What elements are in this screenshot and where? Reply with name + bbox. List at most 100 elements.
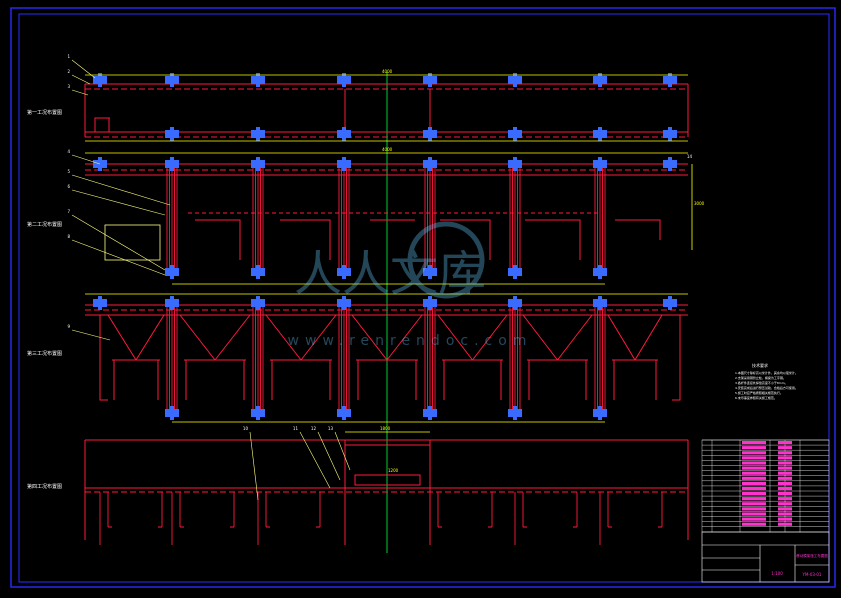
sec3-col-3-foot-stem bbox=[342, 406, 346, 420]
sec2-head-7 bbox=[663, 157, 677, 171]
sec2-col-3-foot-stem bbox=[342, 265, 346, 279]
sec1-head-bot-3-stem bbox=[342, 127, 346, 141]
callout-7: 7 bbox=[67, 209, 70, 214]
sec3-bay-3 bbox=[356, 359, 418, 400]
sec2-col-2-foot bbox=[251, 265, 265, 279]
sec1-head-top-7 bbox=[663, 73, 677, 87]
dimension-height: 3000 bbox=[694, 201, 705, 206]
parts-table-cell-spec bbox=[778, 517, 792, 521]
sec2-col-1-foot-stem bbox=[170, 265, 174, 279]
parts-table-cell-spec bbox=[778, 446, 792, 450]
sec1-head-bot-1 bbox=[165, 127, 179, 141]
sec3-col-4-foot-stem bbox=[428, 406, 432, 420]
sec2-col-3 bbox=[338, 164, 350, 272]
sec2-col-2-head-stem bbox=[256, 157, 260, 171]
sec3-col-5-head bbox=[508, 296, 522, 310]
sec2-col-5-foot-stem bbox=[513, 265, 517, 279]
section-label-3: 第三工况布置图 bbox=[27, 350, 62, 357]
parts-table-cell-spec bbox=[778, 441, 792, 445]
section-1-girder bbox=[84, 83, 689, 138]
sec3-bay-2 bbox=[270, 359, 332, 400]
sec2-col-6-head-stem bbox=[598, 157, 602, 171]
callout-4: 4 bbox=[67, 149, 70, 154]
title-block-drawing-name: 移动模架施工布置图 bbox=[796, 553, 828, 558]
notes-line-4: 4.安装完成后进行预压试验，合格后方可使用。 bbox=[735, 385, 798, 390]
sec2-col-1-foot bbox=[165, 265, 179, 279]
sec3-col-2-head-stem bbox=[256, 296, 260, 310]
sec3-col-3-head bbox=[337, 296, 351, 310]
sec2-col-3-head bbox=[337, 157, 351, 171]
sec1-head-top-4 bbox=[423, 73, 437, 87]
sec4-bay-0 bbox=[107, 492, 163, 528]
sec1-head-top-1-stem bbox=[170, 73, 174, 87]
sec3-bay-5 bbox=[527, 359, 588, 400]
parts-table-cell-name bbox=[742, 517, 766, 521]
parts-table-cell-spec bbox=[778, 486, 792, 491]
parts-table-cell-name bbox=[742, 456, 766, 460]
sec2-col-6-head bbox=[593, 157, 607, 171]
parts-table-cell-name bbox=[742, 441, 766, 445]
sec3-col-2-foot-stem bbox=[256, 406, 260, 420]
sec3-col-3-head-stem bbox=[342, 296, 346, 310]
callout-2: 2 bbox=[67, 69, 70, 74]
sec1-head-bot-5 bbox=[508, 127, 522, 141]
sec1-head-bot-2 bbox=[251, 127, 265, 141]
sec1-head-top-6 bbox=[593, 73, 607, 87]
parts-table-cell-spec bbox=[778, 461, 792, 465]
parts-table-grid bbox=[701, 439, 830, 533]
sec2-col-6 bbox=[594, 164, 606, 272]
sec1-head-top-2-stem bbox=[256, 73, 260, 87]
sec1-head-bot-7 bbox=[663, 127, 677, 141]
sec1-head-bot-6 bbox=[593, 127, 607, 141]
sec2-col-1-head-stem bbox=[170, 157, 174, 171]
title-block bbox=[701, 531, 830, 583]
sec3-brace-left-5 bbox=[522, 314, 558, 361]
notes-line-3: 3.各杆件连接处焊缝高度不小于8mm。 bbox=[735, 380, 788, 385]
dimension-sub-bottom: 1200 bbox=[388, 468, 399, 473]
callout-10: 10 bbox=[243, 426, 249, 431]
sec1-head-top-6-stem bbox=[598, 73, 602, 87]
sec3-col-4-head-stem bbox=[428, 296, 432, 310]
section-3-columns bbox=[93, 296, 677, 420]
sec1-head-bot-6-stem bbox=[598, 127, 602, 141]
sec2-col-6-foot-stem bbox=[598, 265, 602, 279]
callout-3: 3 bbox=[67, 84, 70, 89]
sec3-col-6 bbox=[594, 303, 606, 413]
sec3-brace-left-3 bbox=[351, 314, 388, 361]
section-2-girder bbox=[85, 163, 688, 260]
sec2-col-2 bbox=[252, 164, 264, 272]
sec2-col-4-foot bbox=[423, 265, 437, 279]
sec3-bay-0 bbox=[112, 359, 160, 400]
sec2-col-4-foot-stem bbox=[428, 265, 432, 279]
section-label-1: 第一工况布置图 bbox=[27, 109, 62, 116]
parts-table-cell-spec bbox=[778, 497, 792, 501]
sec2-col-3-foot bbox=[337, 265, 351, 279]
sec2-col-4 bbox=[424, 164, 436, 272]
sec3-brace-right-0 bbox=[135, 314, 165, 361]
sec3-col-5 bbox=[509, 303, 521, 413]
sec2-col-2-head bbox=[251, 157, 265, 171]
notes-line-6: 6.未尽事宜参照有关施工规范。 bbox=[735, 395, 777, 400]
callout-11: 11 bbox=[293, 426, 299, 431]
parts-table-cell-name bbox=[742, 466, 766, 470]
parts-table-cell-name bbox=[742, 522, 766, 526]
watermark: 人人文库 www.renrendoc.com bbox=[288, 221, 526, 349]
watermark-logo-circle bbox=[407, 221, 485, 299]
sec3-col-1-foot-stem bbox=[170, 406, 174, 420]
parts-table-cell-name bbox=[742, 497, 766, 501]
parts-table-cell-spec bbox=[778, 451, 792, 455]
sec3-brace-right-5 bbox=[557, 314, 593, 361]
sec1-head-top-5 bbox=[508, 73, 522, 87]
callout-14: 14 bbox=[687, 154, 693, 159]
callout-1: 1 bbox=[67, 54, 70, 59]
notes-heading: 技术要求 bbox=[752, 362, 768, 368]
sec3-brace-group bbox=[107, 314, 663, 400]
parts-table-cell-spec bbox=[778, 507, 792, 511]
sec2-col-5-head bbox=[508, 157, 522, 171]
sec3-bay-1 bbox=[184, 359, 246, 400]
title-block-drawing-no: YM-03-01 bbox=[802, 572, 822, 577]
sec3-brace-right-3 bbox=[386, 314, 423, 361]
sec3-col-5-head-stem bbox=[513, 296, 517, 310]
sec1-head-bot-4 bbox=[423, 127, 437, 141]
